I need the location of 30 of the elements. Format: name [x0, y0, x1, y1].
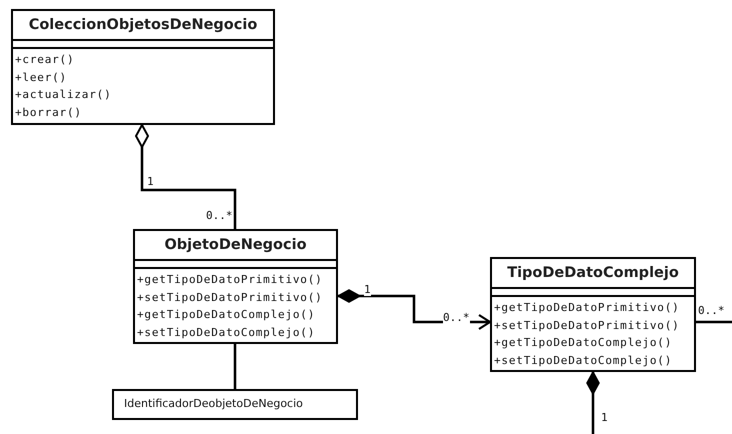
- class-box: [112, 389, 358, 420]
- method-name: +getTipoDeDatoComplejo(): [137, 307, 316, 323]
- multiplicity-label: 1: [364, 284, 371, 296]
- multiplicity-label: 1: [147, 176, 154, 188]
- method-name: +setTipoDeDatoComplejo(): [137, 324, 316, 340]
- method-name: +actualizar(): [15, 87, 112, 103]
- multiplicity-label: 1: [601, 412, 608, 424]
- class-box: [133, 229, 338, 344]
- class-box: [11, 9, 275, 125]
- method-name: +setTipoDeDatoPrimitivo(): [494, 318, 680, 334]
- class-name: IdentificadorDeobjetoDeNegocio: [123, 396, 304, 412]
- class-name: ObjetoDeNegocio: [135, 231, 336, 261]
- class-name: TipoDeDatoComplejo: [492, 259, 694, 289]
- method-name: +crear(): [15, 52, 74, 68]
- method-name: +getTipoDeDatoComplejo(): [494, 335, 672, 351]
- class-name: ColeccionObjetosDeNegocio: [13, 11, 273, 41]
- multiplicity-label: 0..*: [443, 312, 470, 324]
- method-name: +setTipoDeDatoPrimitivo(): [137, 290, 323, 306]
- method-name: +getTipoDeDatoPrimitivo(): [137, 272, 323, 288]
- method-name: +getTipoDeDatoPrimitivo(): [494, 300, 680, 316]
- association-line: [234, 344, 236, 389]
- method-name: +leer(): [15, 70, 67, 86]
- aggregation-line: [135, 124, 236, 229]
- multiplicity-label: 0..*: [698, 305, 724, 317]
- composition-line: [586, 371, 600, 434]
- method-name: +setTipoDeDatoComplejo(): [494, 352, 672, 368]
- class-box: [490, 257, 696, 372]
- method-name: +borrar(): [15, 104, 82, 120]
- multiplicity-label: 0..*: [206, 210, 232, 222]
- association-line: [696, 320, 732, 324]
